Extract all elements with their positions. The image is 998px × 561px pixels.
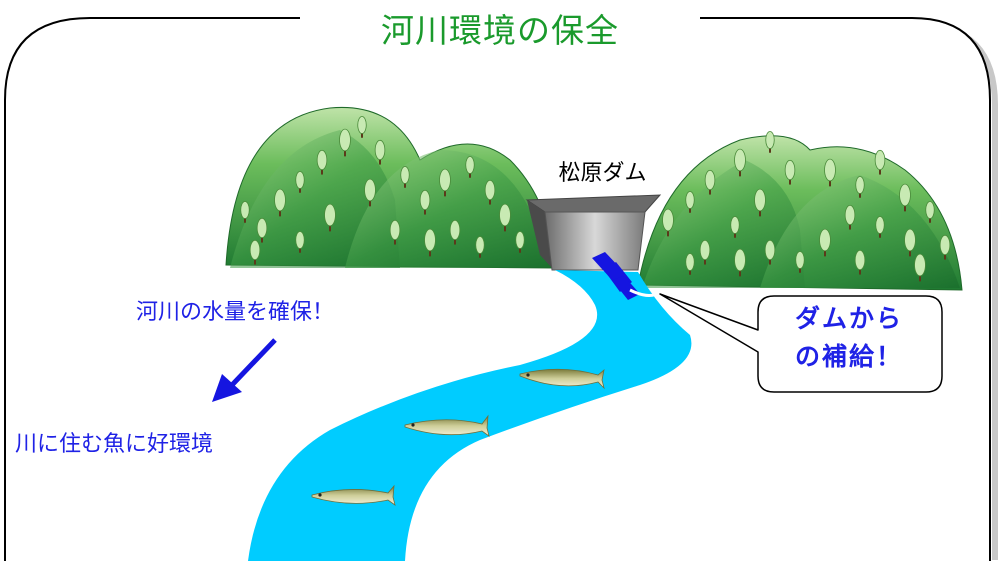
tree-icon [439, 168, 451, 197]
tree-icon [357, 116, 367, 138]
tree-icon [419, 189, 431, 215]
tree-icon [339, 128, 351, 157]
tree-icon [765, 131, 775, 153]
tree-icon [854, 249, 866, 275]
tree-icon [465, 156, 475, 178]
dam-label: 松原ダム [558, 161, 647, 186]
tree-icon [295, 171, 305, 193]
tree-icon [316, 149, 328, 175]
tree-icon [784, 159, 796, 185]
tree-icon [730, 216, 740, 238]
tree-icon [449, 219, 461, 245]
tree-icon [874, 149, 886, 175]
tree-icon [819, 228, 831, 257]
callout-text: ダムから の補給！ [758, 300, 940, 386]
tree-icon [914, 253, 926, 282]
tree-icon [754, 188, 766, 217]
tree-icon [324, 203, 336, 232]
tree-icon [484, 179, 496, 205]
callout-line-2: の補給！ [794, 342, 903, 371]
dam [525, 194, 662, 271]
tree-icon [795, 251, 805, 273]
tree-icon [925, 201, 935, 223]
river [248, 270, 692, 561]
tree-icon [389, 219, 401, 245]
fish-3 [311, 484, 396, 506]
tree-icon [824, 158, 836, 187]
tree-icon [685, 253, 695, 275]
tree-icon [249, 239, 261, 265]
fish-1 [519, 368, 605, 390]
tree-icon [274, 188, 286, 217]
water-flow-annotation: 河川の水量を確保！ [136, 300, 335, 325]
frame-border [4, 17, 991, 561]
tree-icon [240, 201, 250, 223]
tree-icon [256, 217, 268, 243]
tree-icon [499, 203, 511, 232]
trees [240, 116, 951, 282]
tree-icon [734, 148, 746, 177]
tree-icon [764, 239, 776, 265]
tree-icon [515, 231, 525, 253]
tree-icon [699, 239, 711, 265]
tree-icon [662, 208, 674, 237]
tree-icon [875, 216, 885, 238]
tree-icon [374, 139, 386, 165]
tree-icon [904, 228, 916, 257]
tree-icon [899, 183, 911, 212]
tree-icon [704, 169, 716, 195]
water-release [592, 252, 640, 300]
callout-line-1: ダムから [794, 304, 903, 333]
tree-icon [685, 191, 695, 213]
tree-icon [939, 234, 951, 260]
right-mountains [637, 135, 963, 291]
tree-icon [424, 228, 436, 257]
tree-icon [400, 166, 410, 188]
page-title: 河川環境の保全 [300, 6, 700, 56]
tree-icon [855, 176, 865, 198]
tree-icon [475, 236, 485, 258]
callout-box [659, 293, 943, 393]
down-left-arrow [212, 338, 277, 402]
tree-icon [295, 231, 305, 253]
tree-icon [734, 248, 746, 277]
tree-icon [364, 178, 376, 207]
fish-2 [404, 414, 490, 437]
fish-habitat-annotation: 川に住む魚に好環境 [15, 432, 214, 457]
tree-icon [844, 204, 856, 230]
